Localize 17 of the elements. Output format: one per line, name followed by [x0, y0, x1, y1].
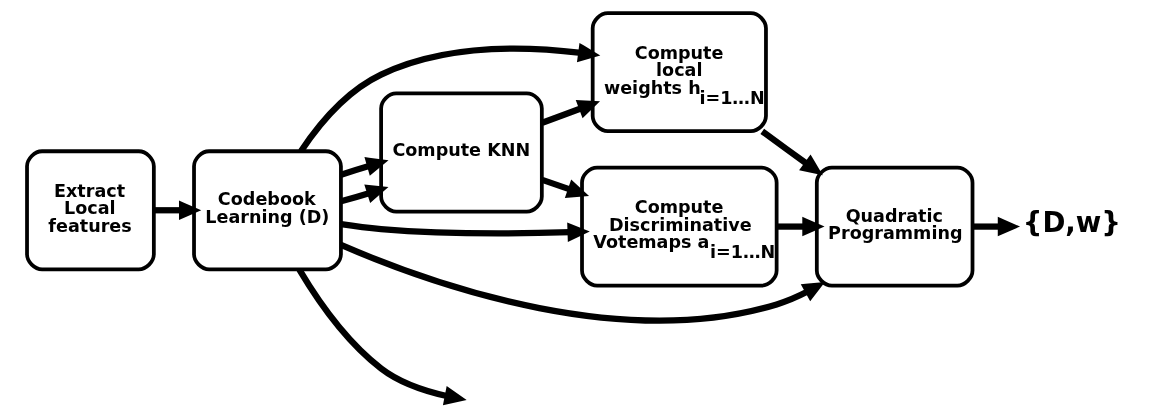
- node-box: Compute KNN: [378, 91, 544, 214]
- arrow: [296, 267, 467, 406]
- arrow: [759, 128, 823, 176]
- arrow: [540, 99, 600, 126]
- arrow: [153, 200, 201, 220]
- arrow: [540, 176, 589, 198]
- arrow: [972, 216, 1020, 237]
- node-box: Codebook Learning (D): [191, 149, 343, 272]
- node-text: {D,w}: [1022, 206, 1121, 240]
- arrow: [297, 42, 600, 153]
- arrow: [339, 157, 389, 178]
- arrow: [340, 221, 590, 243]
- node-box: Extract Local features: [24, 149, 156, 272]
- arrow: [339, 242, 825, 324]
- node-box: Quadratic Programming: [814, 165, 974, 288]
- arrow: [776, 216, 825, 237]
- arrow: [339, 184, 388, 205]
